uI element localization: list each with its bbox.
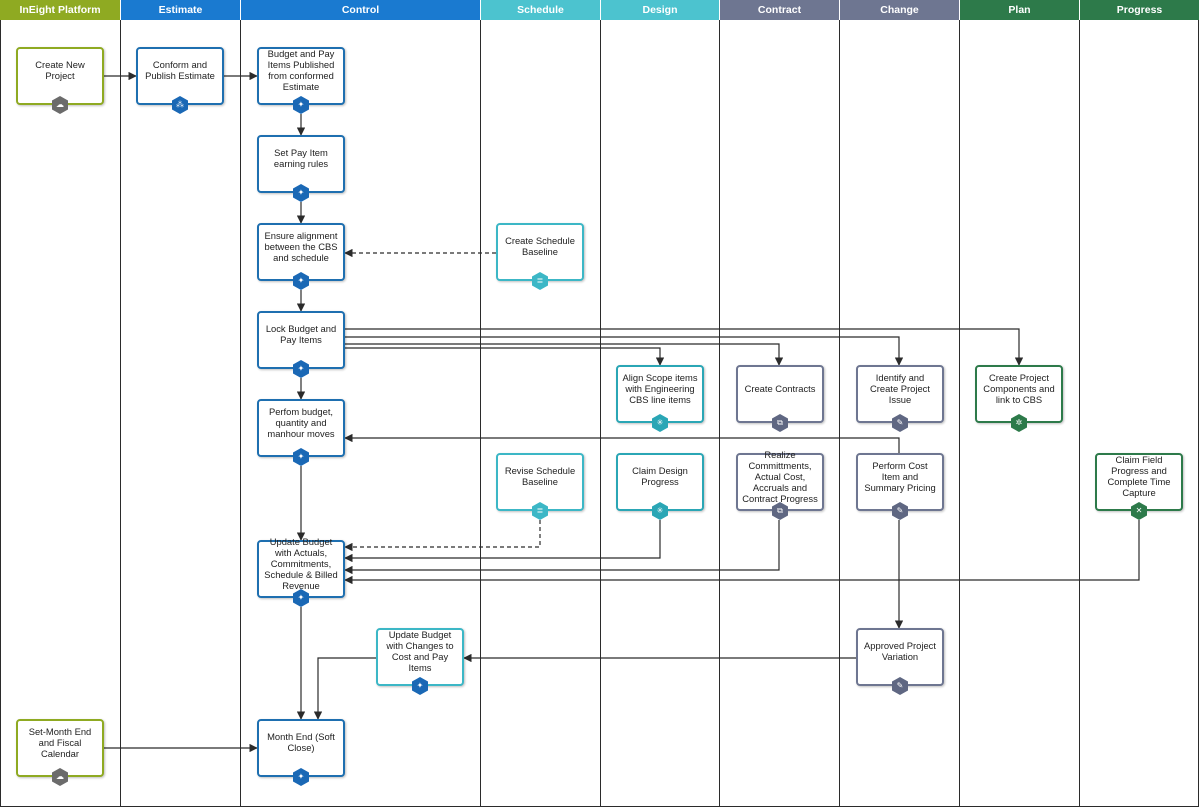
plan-icon: ✲ [1011,414,1027,432]
lane-header-plan: Plan [960,0,1080,20]
node-label: Revise Schedule Baseline [504,465,576,487]
connector-lock-budget-pay-items-to-identify-create-project-issue [345,336,904,366]
lane-header-change: Change [840,0,960,20]
control-icon: ✦ [293,272,309,290]
node-label: Realize Committments, Actual Cost, Accru… [742,448,818,504]
node-label: Create Project Components and link to CB… [983,371,1055,405]
estimate-icon: ⁂ [172,96,188,114]
lane-header-estimate: Estimate [121,0,241,20]
lane-header-schedule: Schedule [481,0,601,20]
node-label: Conform and Publish Estimate [145,59,215,81]
node-claim-field-progress[interactable]: Claim Field Progress and Complete Time C… [1095,453,1183,511]
connector-lock-budget-pay-items-to-create-contracts [345,343,784,366]
lane-divider [240,20,241,807]
design-icon: ✳ [652,414,668,432]
control-icon: ✦ [293,768,309,786]
node-label: Month End (Soft Close) [267,731,335,753]
control-icon: ✦ [293,96,309,114]
node-label: Create New Project [35,59,85,81]
progress-icon: ✕ [1131,502,1147,520]
change-icon: ✎ [892,677,908,695]
lane-divider [839,20,840,807]
node-budget-pay-items-published[interactable]: Budget and Pay Items Published from conf… [257,47,345,105]
node-label: Approved Project Variation [864,640,936,662]
control-icon: ✦ [293,360,309,378]
node-set-month-end[interactable]: Set-Month End and Fiscal Calendar [16,719,104,777]
node-label: Perform Cost Item and Summary Pricing [864,459,936,493]
contract-icon: ⧉ [772,414,788,432]
connector-realize-commitments-to-update-budget-actuals [344,520,780,575]
lane-header-platform: InEight Platform [0,0,121,20]
node-label: Claim Design Progress [632,465,688,487]
control-icon: ✦ [412,677,428,695]
contract-icon: ⧉ [772,502,788,520]
connector-claim-field-progress-to-update-budget-actuals [344,520,1140,585]
node-label: Identify and Create Project Issue [870,371,930,405]
connector-revise-schedule-baseline-to-update-budget-actuals [344,520,541,552]
node-label: Claim Field Progress and Complete Time C… [1107,454,1171,498]
lane-divider [959,20,960,807]
node-label: Lock Budget and Pay Items [265,323,337,345]
node-create-schedule-baseline[interactable]: Create Schedule Baseline [496,223,584,281]
lane-header-control: Control [241,0,481,20]
connector-update-budget-changes-to-month-end-soft-close [313,657,376,720]
cloud-icon: ☁ [52,96,68,114]
node-claim-design-progress[interactable]: Claim Design Progress [616,453,704,511]
node-approved-project-variation[interactable]: Approved Project Variation [856,628,944,686]
connector-lock-budget-pay-items-to-create-project-components [345,328,1024,366]
node-label: Update Budget with Changes to Cost and P… [386,629,454,673]
node-label: Align Scope items with Engineering CBS l… [622,371,698,405]
lane-divider [480,20,481,807]
node-realize-commitments[interactable]: Realize Committments, Actual Cost, Accru… [736,449,824,511]
connector-lock-budget-pay-items-to-align-scope-items [345,347,665,366]
node-label: Create Contracts [744,382,816,394]
lane-divider [1079,20,1080,807]
node-identify-create-project-issue[interactable]: Identify and Create Project Issue [856,365,944,423]
lane-divider [600,20,601,807]
design-icon: ✳ [652,502,668,520]
node-align-scope-items[interactable]: Align Scope items with Engineering CBS l… [616,365,704,423]
change-icon: ✎ [892,414,908,432]
node-label: Budget and Pay Items Published from conf… [267,48,335,92]
lane-header-contract: Contract [720,0,840,20]
connector-claim-design-progress-to-update-budget-actuals [344,520,661,563]
control-icon: ✦ [293,448,309,466]
node-label: Set Pay Item earning rules [273,147,329,169]
node-label: Ensure alignment between the CBS and sch… [264,229,338,263]
lane-divider [719,20,720,807]
diagram-frame [0,20,1199,807]
control-icon: ✦ [293,589,309,607]
schedule-icon: ≣ [532,272,548,290]
lane-divider [120,20,121,807]
lane-header-design: Design [601,0,720,20]
schedule-icon: ≣ [532,502,548,520]
connector-identify-create-project-issue-to-perform-budget-moves [344,433,900,453]
node-perform-budget-moves[interactable]: Perfom budget, quantity and manhour move… [257,399,345,457]
node-label: Update Budget with Actuals, Commitments,… [264,535,338,591]
node-label: Set-Month End and Fiscal Calendar [28,725,92,759]
change-icon: ✎ [892,502,908,520]
node-label: Perfom budget, quantity and manhour move… [267,405,335,439]
control-icon: ✦ [293,184,309,202]
cloud-icon: ☁ [52,768,68,786]
node-label: Create Schedule Baseline [505,235,575,257]
